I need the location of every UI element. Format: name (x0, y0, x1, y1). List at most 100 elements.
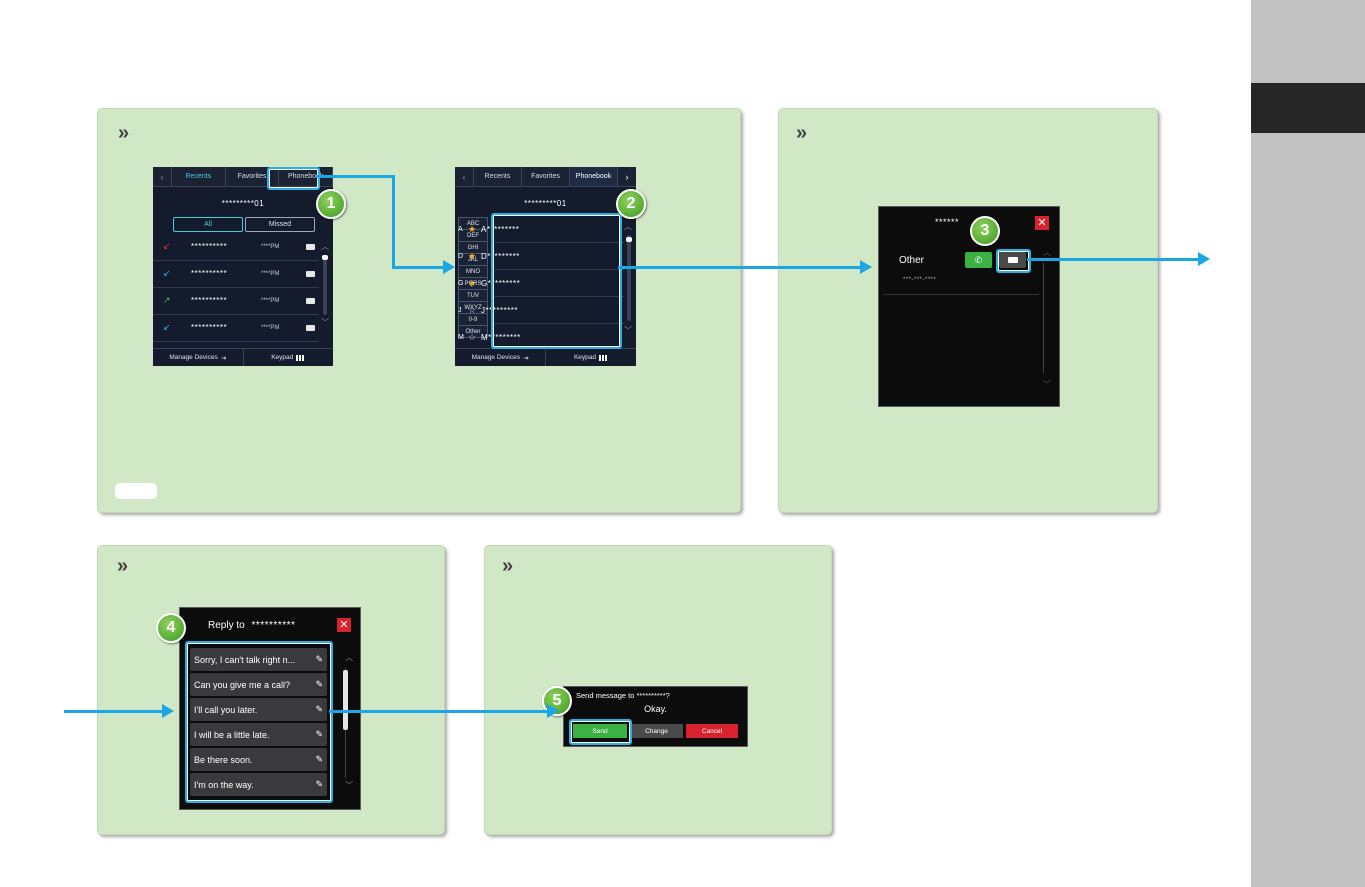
reply-item[interactable]: I will be a little late.✎ (190, 723, 327, 746)
chevron-double-right-icon: » (502, 555, 513, 577)
confirm-question: Send message to **********? (576, 691, 670, 700)
tab-recents[interactable]: Recents (474, 167, 522, 186)
send-button[interactable]: Send (573, 724, 627, 738)
chevron-up-icon[interactable]: ︿ (345, 653, 353, 662)
pencil-icon[interactable]: ✎ (315, 679, 323, 689)
alpha-index-item[interactable]: WXYZ (458, 301, 488, 314)
chevron-down-icon[interactable]: ﹀ (1043, 380, 1051, 389)
exit-icon: ⇥ (522, 354, 529, 362)
filter-all[interactable]: All (173, 217, 243, 232)
keypad-button[interactable]: Keypad (244, 349, 334, 366)
chevron-double-right-icon: » (117, 555, 128, 577)
message-button[interactable] (999, 252, 1026, 268)
tab-recents[interactable]: Recents (172, 167, 226, 186)
side-strip (1251, 0, 1365, 887)
chevron-right-icon[interactable]: › (625, 171, 629, 182)
chevron-down-icon[interactable]: ﹀ (321, 318, 329, 327)
pencil-icon[interactable]: ✎ (315, 779, 323, 789)
connector-line (316, 175, 394, 178)
list-item[interactable]: A ★ A********* (458, 216, 624, 243)
tab-favorites[interactable]: Favorites (226, 167, 280, 186)
list-item[interactable]: D ★ D********* (458, 243, 624, 270)
cancel-button[interactable]: Cancel (686, 724, 738, 738)
star-outline-icon: ☆ (468, 331, 477, 342)
list-item[interactable]: ↙ ********** ****PM (153, 233, 319, 261)
chevron-down-icon[interactable]: ﹀ (624, 326, 632, 335)
reply-item[interactable]: Sorry, I can't talk right n...✎ (190, 648, 327, 671)
scroll-thumb[interactable] (343, 670, 348, 730)
pencil-icon[interactable]: ✎ (315, 729, 323, 739)
arrow-right-icon (1198, 252, 1210, 266)
reply-item[interactable]: I'm on the way.✎ (190, 773, 327, 796)
step-badge: 2 (616, 189, 646, 219)
divider (883, 294, 1039, 295)
reply-item[interactable]: Can you give me a call?✎ (190, 673, 327, 696)
scrollbar[interactable] (323, 255, 327, 315)
alpha-index-item[interactable]: Other (458, 325, 488, 338)
chevron-left-icon[interactable]: ‹ (455, 167, 474, 186)
chevron-double-right-icon: » (796, 122, 807, 144)
message-icon[interactable] (306, 297, 315, 304)
chevron-left-icon[interactable]: ‹ (153, 167, 172, 186)
manage-devices-button[interactable]: Manage Devices⇥ (455, 349, 546, 366)
incoming-call-icon: ↙ (163, 268, 171, 278)
recents-screen: ‹ Recents Favorites Phonebook *********0… (153, 167, 333, 366)
confirm-message: Okay. (644, 704, 667, 714)
chevron-down-icon[interactable]: ﹀ (345, 781, 353, 790)
filter-missed[interactable]: Missed (245, 217, 315, 232)
message-icon[interactable] (306, 243, 315, 250)
list-item[interactable]: ↗ ********** ****PM (153, 287, 319, 315)
phonebook-highlight (267, 167, 320, 190)
scroll-thumb[interactable] (322, 255, 328, 260)
note-pill (115, 483, 157, 499)
list-item[interactable]: ↙ ********** ****PM (153, 314, 319, 342)
tab-phonebook[interactable]: Phonebook (570, 167, 618, 186)
bottom-bar: Manage Devices⇥ Keypad (153, 348, 333, 366)
reply-item[interactable]: I'll call you later.✎ (190, 698, 327, 721)
pencil-icon[interactable]: ✎ (315, 654, 323, 664)
scrollbar[interactable] (1043, 263, 1044, 373)
bottom-bar: Manage Devices⇥ Keypad (455, 348, 636, 366)
list-item[interactable]: J ☆ J********* (458, 297, 624, 324)
message-icon (1008, 257, 1018, 263)
arrow-right-icon (443, 260, 455, 274)
list-item[interactable]: M ☆ M********* (458, 331, 521, 342)
close-icon[interactable]: ✕ (337, 618, 351, 632)
keypad-button[interactable]: Keypad (546, 349, 636, 366)
phone-number: ***-***-**** (903, 277, 937, 283)
call-icon[interactable]: ✆ (965, 252, 992, 268)
connector-line (1027, 258, 1199, 261)
chevron-up-icon[interactable]: ︿ (624, 222, 632, 231)
pencil-icon[interactable]: ✎ (315, 704, 323, 714)
change-button[interactable]: Change (630, 724, 683, 738)
list-item[interactable]: G ★ G********* (458, 270, 624, 297)
connector-line (392, 266, 444, 269)
scroll-thumb[interactable] (626, 237, 632, 242)
message-icon[interactable] (306, 324, 315, 331)
contact-detail-screen: ****** ✕ Other ✆ ***-***-**** ︿ ﹀ (878, 206, 1060, 407)
incoming-call-icon: ↙ (163, 322, 171, 332)
message-highlight (996, 249, 1031, 273)
close-icon[interactable]: ✕ (1035, 216, 1049, 230)
connector-line (618, 266, 861, 269)
connector-line (64, 710, 163, 713)
alpha-index-item[interactable]: GHI (458, 241, 488, 254)
chevron-up-icon[interactable]: ︿ (321, 242, 329, 251)
pencil-icon[interactable]: ✎ (315, 754, 323, 764)
send-confirm-dialog: Send message to **********? Okay. Send C… (563, 686, 748, 747)
chapter-tab (1251, 83, 1365, 133)
connector-line (329, 710, 548, 713)
exit-icon: ⇥ (220, 354, 227, 362)
message-icon[interactable] (306, 270, 315, 277)
list-item[interactable]: ↙ ********** ****PM (153, 260, 319, 288)
tab-favorites[interactable]: Favorites (522, 167, 570, 186)
outgoing-call-icon: ↗ (163, 295, 171, 305)
reply-item[interactable]: Be there soon.✎ (190, 748, 327, 771)
scrollbar[interactable] (627, 235, 631, 321)
manage-devices-button[interactable]: Manage Devices⇥ (153, 349, 244, 366)
reply-title: Reply to ********** (208, 620, 296, 631)
star-icon: ★ (468, 223, 477, 234)
arrow-right-icon (547, 704, 559, 718)
chevron-up-icon[interactable]: ︿ (1043, 248, 1051, 257)
contact-list-highlight (491, 213, 622, 349)
